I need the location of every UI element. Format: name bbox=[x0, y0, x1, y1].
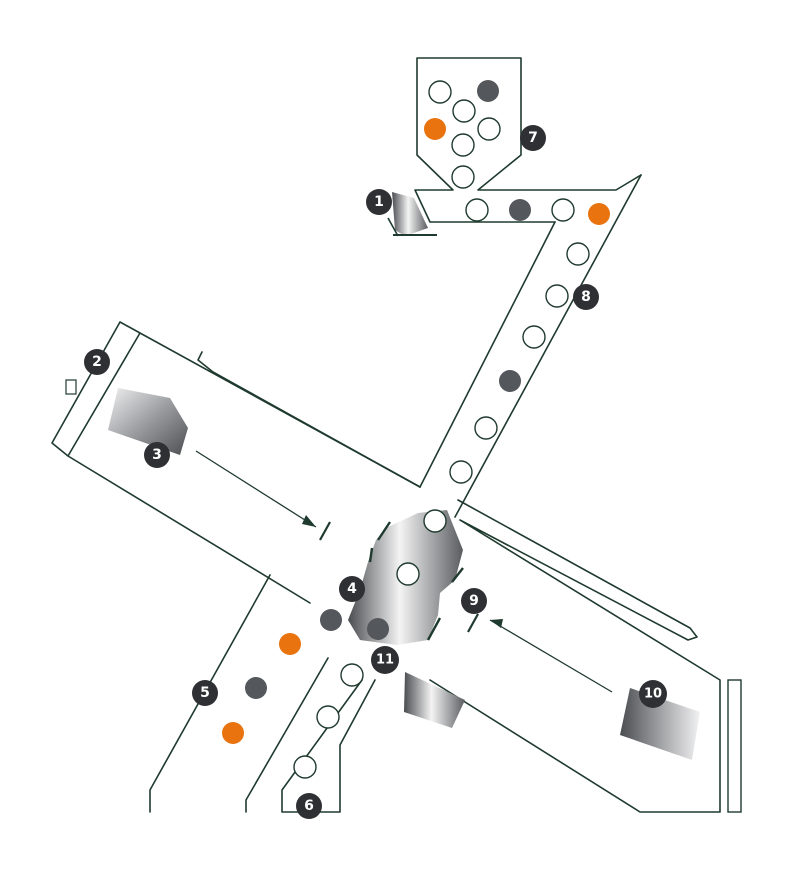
arrow-head-right bbox=[490, 619, 503, 628]
ball bbox=[551, 198, 575, 222]
ball bbox=[449, 460, 473, 484]
ball bbox=[499, 370, 521, 392]
badge-8-text: 8 bbox=[581, 289, 591, 305]
chute-right bbox=[281, 679, 376, 813]
badge-4: 4 bbox=[339, 576, 365, 602]
lower-left-balls bbox=[222, 633, 301, 744]
housing-panel-right bbox=[727, 679, 742, 813]
chute-left bbox=[149, 574, 329, 813]
ball bbox=[465, 198, 489, 222]
badge-5: 5 bbox=[192, 680, 218, 706]
ball bbox=[367, 618, 389, 640]
housing-knob bbox=[65, 379, 77, 395]
badge-3-text: 3 bbox=[152, 447, 162, 463]
badge-4-text: 4 bbox=[347, 581, 357, 597]
ball bbox=[424, 118, 446, 140]
ball bbox=[474, 416, 498, 440]
incline-conveyor bbox=[419, 174, 642, 518]
badge-10-text: 10 bbox=[644, 687, 662, 702]
badge-2-text: 2 bbox=[92, 354, 102, 370]
badge-1: 1 bbox=[366, 189, 392, 215]
badge-7-text: 7 bbox=[528, 130, 538, 146]
badge-9-text: 9 bbox=[469, 593, 479, 609]
ball bbox=[320, 609, 342, 631]
ejector-stem bbox=[387, 217, 399, 237]
ball bbox=[452, 99, 476, 123]
ball bbox=[245, 677, 267, 699]
top-row-balls bbox=[465, 198, 610, 225]
ball bbox=[477, 80, 499, 102]
housing-flap-left bbox=[197, 351, 421, 488]
ball bbox=[316, 705, 340, 729]
incline-balls bbox=[449, 242, 590, 484]
ball bbox=[477, 117, 501, 141]
badge-6: 6 bbox=[296, 793, 322, 819]
camera-left bbox=[108, 388, 188, 455]
ball bbox=[451, 133, 475, 157]
badge-8: 8 bbox=[573, 284, 599, 310]
badge-6-text: 6 bbox=[304, 798, 314, 814]
ejector-unit bbox=[392, 192, 428, 236]
ball bbox=[451, 165, 475, 189]
badge-10: 10 bbox=[639, 680, 667, 708]
ball bbox=[428, 80, 452, 104]
ball bbox=[293, 755, 317, 779]
badge-7: 7 bbox=[520, 125, 546, 151]
badge-11-text: 11 bbox=[376, 653, 394, 668]
hopper-balls bbox=[424, 80, 501, 189]
ball bbox=[279, 633, 301, 655]
ball bbox=[222, 722, 244, 744]
badge-9: 9 bbox=[461, 588, 487, 614]
arrow-head-left bbox=[302, 515, 316, 527]
hopper bbox=[414, 57, 642, 223]
ball bbox=[588, 203, 610, 225]
badge-2: 2 bbox=[84, 349, 110, 375]
sensor-mark-right bbox=[467, 613, 479, 633]
sensor-mark-left bbox=[319, 521, 331, 541]
badge-11: 11 bbox=[371, 646, 399, 674]
ball bbox=[545, 284, 569, 308]
ball bbox=[340, 663, 364, 687]
lower-right-balls bbox=[293, 663, 364, 779]
camera-lower bbox=[404, 672, 465, 728]
badge-3: 3 bbox=[144, 442, 170, 468]
ball bbox=[522, 325, 546, 349]
sensor-line-right bbox=[489, 619, 613, 693]
ball bbox=[423, 509, 447, 533]
badge-1-text: 1 bbox=[374, 194, 384, 210]
ball bbox=[396, 562, 420, 586]
sensor-line-left bbox=[195, 450, 317, 528]
camera-right bbox=[620, 688, 700, 760]
ball bbox=[566, 242, 590, 266]
center-balls bbox=[320, 509, 447, 640]
ball bbox=[509, 199, 531, 221]
badge-5-text: 5 bbox=[200, 685, 210, 701]
camera-housing-right bbox=[429, 499, 721, 813]
